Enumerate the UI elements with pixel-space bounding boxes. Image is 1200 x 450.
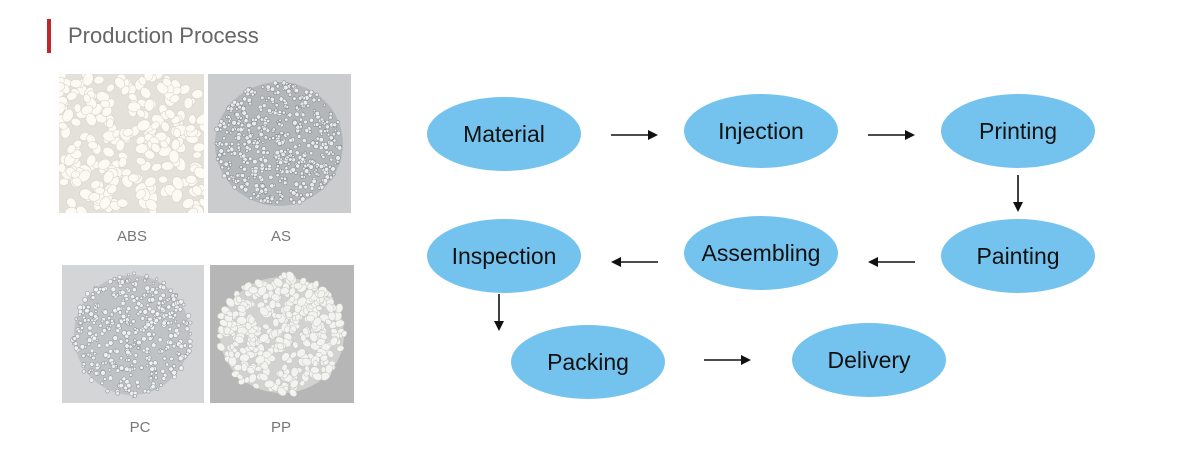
material-label-pp: PP <box>270 419 291 436</box>
process-step-printing: Printing <box>941 94 1095 168</box>
material-label-pc: PC <box>129 419 151 436</box>
arrow-painting-to-assembling <box>868 257 915 267</box>
process-step-assembling: Assembling <box>684 216 838 290</box>
arrow-inspection-to-packing <box>494 294 504 331</box>
material-photo-abs <box>59 74 204 213</box>
material-photo-pc <box>62 265 204 403</box>
arrow-injection-to-printing <box>868 130 915 140</box>
material-photo-pp <box>210 265 354 403</box>
process-step-material: Material <box>427 97 581 171</box>
arrow-material-to-injection <box>611 130 658 140</box>
material-label-abs: ABS <box>116 228 147 245</box>
process-step-painting: Painting <box>941 219 1095 293</box>
title-accent-bar <box>47 19 51 53</box>
process-step-delivery: Delivery <box>792 323 946 397</box>
arrow-assembling-to-inspection <box>611 257 658 267</box>
process-step-packing: Packing <box>511 325 665 399</box>
material-photo-as <box>208 74 351 213</box>
arrow-printing-to-painting <box>1013 175 1023 212</box>
process-step-inspection: Inspection <box>427 219 581 293</box>
arrow-packing-to-delivery <box>704 355 751 365</box>
page-title: Production Process <box>68 23 259 48</box>
process-step-injection: Injection <box>684 94 838 168</box>
material-label-as: AS <box>270 228 291 245</box>
